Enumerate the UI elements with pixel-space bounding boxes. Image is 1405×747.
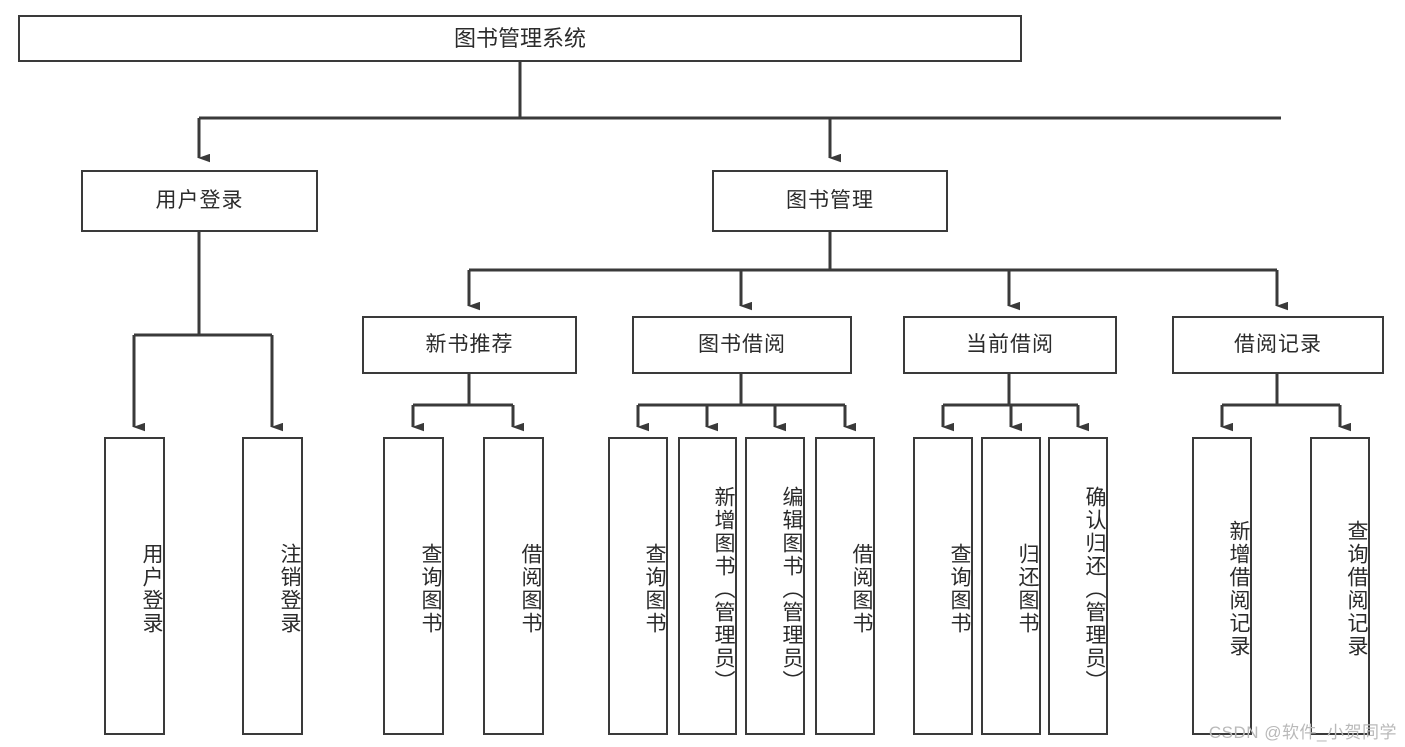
leaf-logout-login[interactable]: 注销登录	[242, 437, 303, 735]
leaf-add-book-admin[interactable]: 新增图书（管理员）	[678, 437, 737, 735]
node-current-borrow[interactable]: 当前借阅	[903, 316, 1117, 374]
leaf-add-book-admin-label: 新增图书（管理员）	[712, 485, 735, 693]
leaf-user-login-label: 用户登录	[140, 543, 163, 635]
node-book-borrow[interactable]: 图书借阅	[632, 316, 852, 374]
leaf-query-book-3[interactable]: 查询图书	[913, 437, 973, 735]
leaf-borrow-book-2-label: 借阅图书	[850, 543, 873, 635]
leaf-edit-book-admin-label: 编辑图书（管理员）	[780, 485, 803, 693]
leaf-query-book-2-label: 查询图书	[643, 543, 666, 635]
leaf-borrow-book-2[interactable]: 借阅图书	[815, 437, 875, 735]
node-book-borrow-label: 图书借阅	[698, 332, 786, 356]
node-user-login-label: 用户登录	[155, 188, 244, 212]
leaf-query-book-3-label: 查询图书	[948, 543, 971, 635]
node-root-label: 图书管理系统	[453, 25, 586, 51]
leaf-add-borrow-record-label: 新增借阅记录	[1227, 520, 1250, 658]
leaf-query-borrow-record-label: 查询借阅记录	[1345, 520, 1368, 658]
leaf-borrow-book-1[interactable]: 借阅图书	[483, 437, 544, 735]
leaf-query-borrow-record[interactable]: 查询借阅记录	[1310, 437, 1370, 735]
leaf-confirm-return-admin-label: 确认归还（管理员）	[1083, 485, 1106, 693]
leaf-return-book-label: 归还图书	[1016, 543, 1039, 635]
leaf-query-book-2[interactable]: 查询图书	[608, 437, 668, 735]
leaf-borrow-book-1-label: 借阅图书	[519, 543, 542, 635]
leaf-add-borrow-record[interactable]: 新增借阅记录	[1192, 437, 1252, 735]
leaf-query-book-1-label: 查询图书	[419, 543, 442, 635]
node-book-manage[interactable]: 图书管理	[712, 170, 948, 232]
node-current-borrow-label: 当前借阅	[966, 332, 1054, 356]
node-borrow-record-label: 借阅记录	[1234, 332, 1322, 356]
node-root[interactable]: 图书管理系统	[18, 15, 1022, 62]
node-borrow-record[interactable]: 借阅记录	[1172, 316, 1384, 374]
leaf-return-book[interactable]: 归还图书	[981, 437, 1041, 735]
leaf-confirm-return-admin[interactable]: 确认归还（管理员）	[1048, 437, 1108, 735]
node-new-book-recommend-label: 新书推荐	[425, 332, 514, 356]
node-new-book-recommend[interactable]: 新书推荐	[362, 316, 577, 374]
node-book-manage-label: 图书管理	[786, 188, 874, 212]
leaf-edit-book-admin[interactable]: 编辑图书（管理员）	[745, 437, 805, 735]
leaf-logout-login-label: 注销登录	[278, 543, 301, 635]
node-user-login[interactable]: 用户登录	[81, 170, 318, 232]
leaf-user-login[interactable]: 用户登录	[104, 437, 165, 735]
leaf-query-book-1[interactable]: 查询图书	[383, 437, 444, 735]
